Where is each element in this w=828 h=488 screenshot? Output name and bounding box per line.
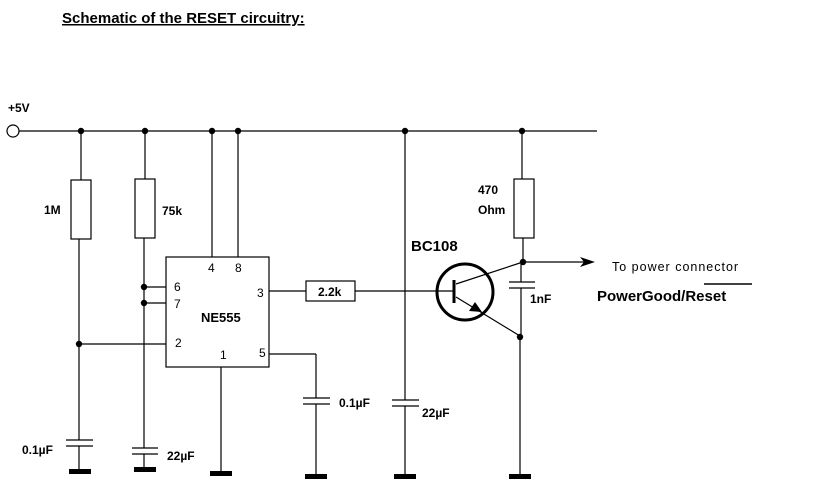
- ground-symbol: [134, 467, 156, 472]
- transistor-body: [435, 262, 495, 322]
- ground-symbol: [305, 474, 327, 479]
- resistor-470-label-unit: Ohm: [478, 203, 505, 217]
- ground-symbol: [394, 474, 416, 479]
- pin-label: 3: [257, 286, 264, 300]
- ne555-label: NE555: [201, 310, 241, 325]
- ground-symbol: [210, 471, 232, 476]
- resistor-75k: [134, 178, 156, 239]
- transistor-emitter: [455, 296, 521, 337]
- pin-label: 4: [208, 261, 215, 275]
- transistor-label: BC108: [411, 238, 458, 255]
- capacitor-c3-label: 0.1µF: [339, 396, 370, 410]
- pin-label: 2: [175, 336, 182, 350]
- signal-label-overlined: Reset: [685, 288, 726, 305]
- resistor-75k-label: 75k: [162, 204, 182, 218]
- output-label: To power connector: [612, 260, 739, 274]
- pin-label: 1: [220, 348, 227, 362]
- capacitor-c4-label: 22µF: [422, 406, 450, 420]
- pin-label: 8: [235, 261, 242, 275]
- resistor-470-label-value: 470: [478, 183, 498, 197]
- ground-symbol: [509, 474, 531, 479]
- arrow-right-icon: [580, 257, 595, 267]
- supply-terminal: [6, 124, 20, 138]
- pin-label: 5: [259, 346, 266, 360]
- capacitor-c2-label: 22µF: [167, 449, 195, 463]
- resistor-1m-label: 1M: [44, 203, 61, 217]
- pin-label: 7: [174, 297, 181, 311]
- resistor-2-2k-label: 2.2k: [318, 285, 342, 299]
- capacitor-c5-label: 1nF: [530, 292, 551, 306]
- pin-label: 6: [174, 280, 181, 294]
- schematic-title: Schematic of the RESET circuitry:: [62, 10, 305, 27]
- transistor-collector: [455, 261, 524, 285]
- signal-label: PowerGood/Reset: [597, 288, 726, 305]
- capacitor-c1-label: 0.1µF: [22, 443, 53, 457]
- supply-label: +5V: [8, 101, 30, 115]
- signal-label-plain: PowerGood/: [597, 288, 686, 305]
- ground-symbol: [69, 469, 91, 474]
- emitter-arrow-icon: [469, 302, 482, 312]
- resistor-1m: [70, 179, 92, 240]
- resistor-470-ohm: [513, 178, 535, 239]
- ne555-chip: [165, 256, 270, 368]
